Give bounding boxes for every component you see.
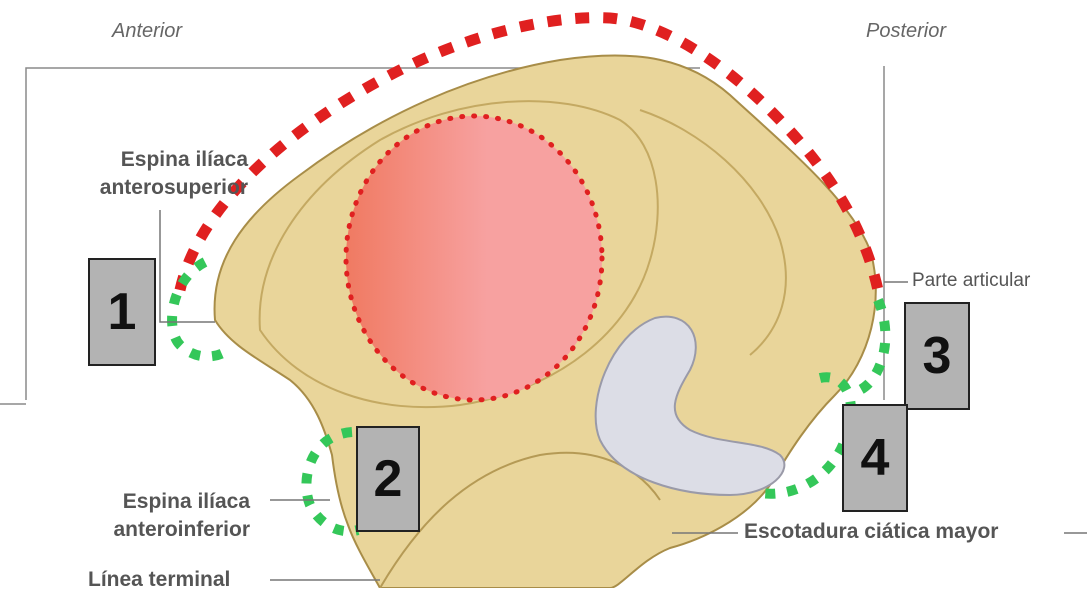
label-asis-line2: anterosuperior [99, 176, 248, 199]
marker-4: 4 [842, 404, 908, 512]
highlight-region-central [343, 113, 605, 403]
label-posterior: Posterior [866, 20, 947, 42]
label-linea-terminal: Línea terminal [88, 568, 231, 591]
auricular-ridge [639, 109, 787, 356]
label-asis: Espina ilíaca anterosuperior [58, 146, 248, 202]
highlight-posterior-spines [857, 298, 891, 395]
highlight-iliac-crest [174, 12, 886, 302]
label-escotadura: Escotadura ciática mayor [744, 520, 999, 543]
label-parte-articular: Parte articular [912, 270, 1031, 291]
highlight-asis [167, 257, 228, 362]
label-aiis: Espina ilíaca anteroinferior [60, 488, 250, 544]
frame-line [25, 67, 700, 400]
iliac-fossa-contour [258, 100, 659, 409]
label-asis-line1: Espina ilíaca [120, 148, 248, 171]
highlight-aiis [301, 427, 360, 537]
marker-3: 3 [904, 302, 970, 410]
articular-surface [594, 315, 786, 497]
label-aiis-line2: anteroinferior [113, 518, 250, 541]
marker-1: 1 [88, 258, 156, 366]
label-aiis-line1: Espina ilíaca [122, 490, 250, 513]
label-anterior: Anterior [112, 20, 183, 42]
leader-asis [159, 210, 215, 323]
marker-2: 2 [356, 426, 420, 532]
